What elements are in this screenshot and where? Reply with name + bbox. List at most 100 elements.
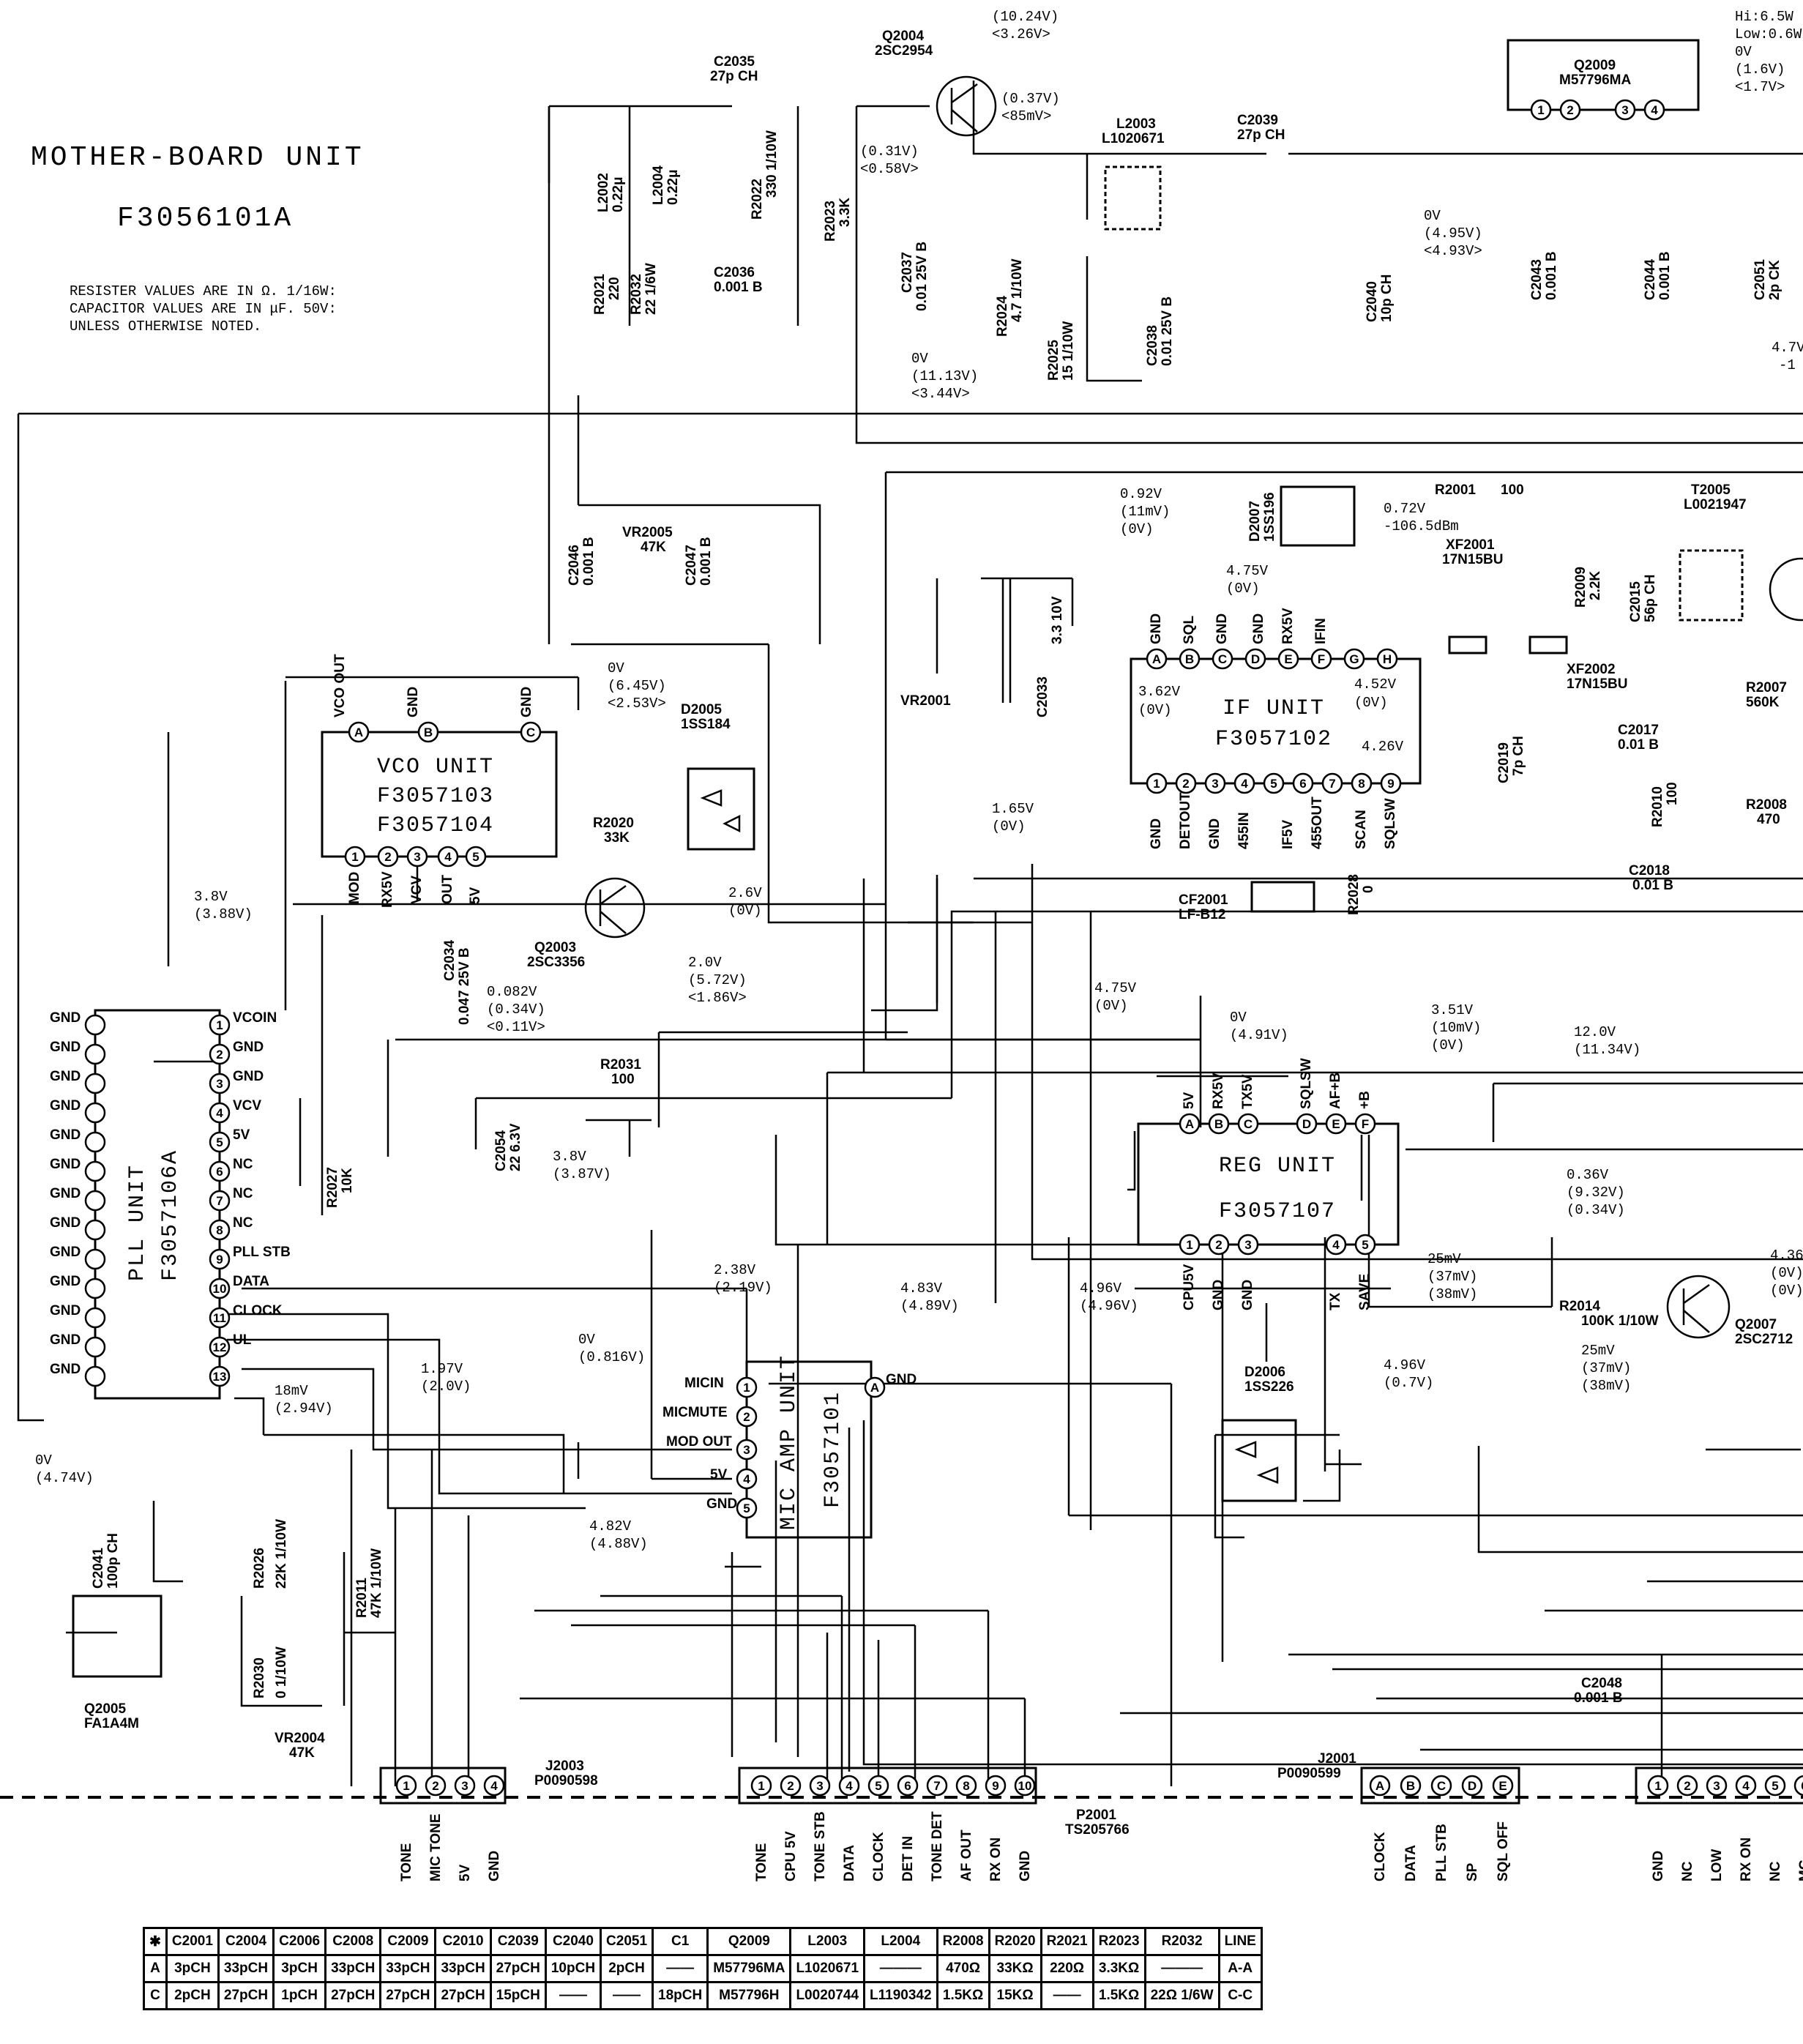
if-top-pin-A	[1146, 648, 1168, 670]
if-bot-label: 455OUT	[1310, 797, 1325, 849]
note-line-2: CAPACITOR VALUES ARE IN μF. 50V:	[70, 301, 337, 317]
if-bot-pin-6	[1292, 772, 1314, 794]
svg-text:0.01 B: 0.01 B	[1632, 878, 1673, 893]
svg-text:C2034: C2034	[442, 940, 458, 981]
pll-pin-1	[209, 1014, 231, 1036]
svg-text:47K: 47K	[641, 540, 666, 555]
note-line-3: UNLESS OTHERWISE NOTED.	[70, 318, 261, 335]
svg-text:FA1A4M: FA1A4M	[84, 1716, 139, 1731]
if-bot-pin-5	[1263, 772, 1285, 794]
p2001-pin-8	[955, 1775, 977, 1797]
svg-text:0.22μ: 0.22μ	[665, 169, 681, 205]
mic-amp-unit: MIC AMP UNIT F3057101 1 2 3 4 5 A MICIN …	[662, 1354, 917, 1539]
svg-text:<0.58V>: <0.58V>	[860, 161, 919, 177]
pll-gnd-pin-12	[84, 1336, 106, 1358]
table-cell: 15KΩ	[988, 1981, 1042, 2010]
pll-pin-11-label: 11	[213, 1311, 226, 1325]
svg-text:(9.32V): (9.32V)	[1567, 1185, 1625, 1201]
p2001-pin-label: DATA	[842, 1845, 857, 1881]
if-bot-label: GND	[1207, 818, 1222, 849]
pll-gnd-label: GND	[50, 1215, 81, 1231]
table-cell: A-A	[1217, 1954, 1263, 1983]
svg-text:LF-B12: LF-B12	[1179, 907, 1225, 922]
if-top-pin-D-label: D	[1251, 652, 1260, 666]
pll-gnd-label: GND	[50, 1010, 81, 1026]
right-pin-4-label: 4	[1742, 1779, 1750, 1793]
svg-text:2SC2712: 2SC2712	[1735, 1332, 1793, 1347]
pll-pin-3-label: 3	[216, 1077, 223, 1091]
svg-text:MOD OUT: MOD OUT	[666, 1434, 732, 1450]
j2001-pin-E-label: E	[1498, 1779, 1507, 1793]
svg-text:0.001 B: 0.001 B	[714, 280, 763, 295]
svg-text:<3.26V>: <3.26V>	[992, 26, 1050, 42]
pll-pin-2-label: 2	[216, 1048, 223, 1062]
svg-text:C2051: C2051	[1752, 259, 1768, 300]
svg-text:1: 1	[351, 850, 358, 864]
svg-text:100: 100	[611, 1072, 635, 1087]
p2001-pin-label: DET IN	[900, 1836, 916, 1881]
svg-text:(4.96V): (4.96V)	[1080, 1298, 1138, 1314]
svg-text:P0090598: P0090598	[534, 1773, 598, 1788]
svg-text:VCV: VCV	[409, 876, 425, 904]
table-cell: C	[143, 1981, 168, 2010]
svg-text:1.97V: 1.97V	[421, 1361, 463, 1377]
if-bot-pin-2	[1175, 772, 1197, 794]
reg-top-label: +B	[1357, 1091, 1373, 1109]
svg-text:C2046: C2046	[567, 545, 582, 586]
reg-bot-pin-4	[1325, 1234, 1347, 1256]
table-header-cell: C2040	[544, 1927, 602, 1956]
svg-text:(3.87V): (3.87V)	[553, 1166, 611, 1182]
svg-text:(37mV): (37mV)	[1581, 1360, 1631, 1376]
svg-text:25mV: 25mV	[1581, 1343, 1615, 1359]
svg-text:560K: 560K	[1746, 695, 1780, 710]
pll-gnd-label: GND	[50, 1332, 81, 1348]
mic-unit-name: MIC AMP UNIT	[777, 1354, 802, 1530]
svg-text:R2010: R2010	[1650, 786, 1665, 827]
svg-text:2p CK: 2p CK	[1767, 260, 1783, 300]
pll-pin-8	[209, 1219, 231, 1241]
if-top-label: GND	[1214, 613, 1230, 644]
reg-bot-label: GND	[1240, 1280, 1255, 1310]
svg-text:3: 3	[1621, 103, 1628, 117]
pll-gnd-label: GND	[50, 1098, 81, 1114]
svg-text:22K 1/10W: 22K 1/10W	[274, 1519, 289, 1589]
right-pin-label: RX ON	[1739, 1838, 1754, 1881]
svg-text:(38mV): (38mV)	[1427, 1286, 1477, 1302]
svg-text:1: 1	[1537, 103, 1544, 117]
p2001-pin-label: CLOCK	[871, 1832, 886, 1881]
svg-text:(10.24V): (10.24V)	[992, 9, 1059, 25]
svg-text:3.51V: 3.51V	[1431, 1002, 1474, 1018]
svg-text:0V: 0V	[1735, 44, 1752, 60]
svg-text:22 6.3V: 22 6.3V	[508, 1123, 523, 1171]
svg-text:0V: 0V	[1230, 1010, 1247, 1026]
table-cell: M57796H	[706, 1981, 792, 2010]
svg-text:2.38V: 2.38V	[714, 1262, 756, 1278]
if-bot-label: GND	[1149, 818, 1164, 849]
if-top-label: GND	[1251, 613, 1266, 644]
svg-text:25mV: 25mV	[1427, 1251, 1461, 1267]
table-header-cell: C2001	[165, 1927, 220, 1956]
pll-gnd-pin-8	[84, 1219, 106, 1241]
svg-text:330 1/10W: 330 1/10W	[764, 130, 780, 198]
svg-text:R2028: R2028	[1346, 874, 1362, 915]
svg-text:3: 3	[743, 1443, 750, 1457]
table-header-cell: R2023	[1091, 1927, 1146, 1956]
p2001-pin-label: TONE STB	[813, 1811, 828, 1881]
svg-text:Q2004: Q2004	[882, 29, 924, 44]
svg-text:17N15BU: 17N15BU	[1567, 676, 1627, 692]
if-bot-pin-5-label: 5	[1270, 777, 1277, 791]
svg-text:(37mV): (37mV)	[1427, 1269, 1477, 1285]
svg-text:4: 4	[1651, 103, 1658, 117]
if-top-pin-F	[1310, 648, 1332, 670]
if-bot-pin-8-label: 8	[1358, 777, 1365, 791]
svg-text:P0090599: P0090599	[1277, 1766, 1341, 1781]
svg-text:0V: 0V	[35, 1452, 52, 1469]
if-bot-pin-1	[1146, 772, 1168, 794]
p2001-pin-10	[1014, 1775, 1036, 1797]
pll-pin-label: VCV	[233, 1098, 261, 1114]
p2001-pin-label: GND	[1018, 1851, 1033, 1881]
table-header-cell: C2009	[379, 1927, 437, 1956]
